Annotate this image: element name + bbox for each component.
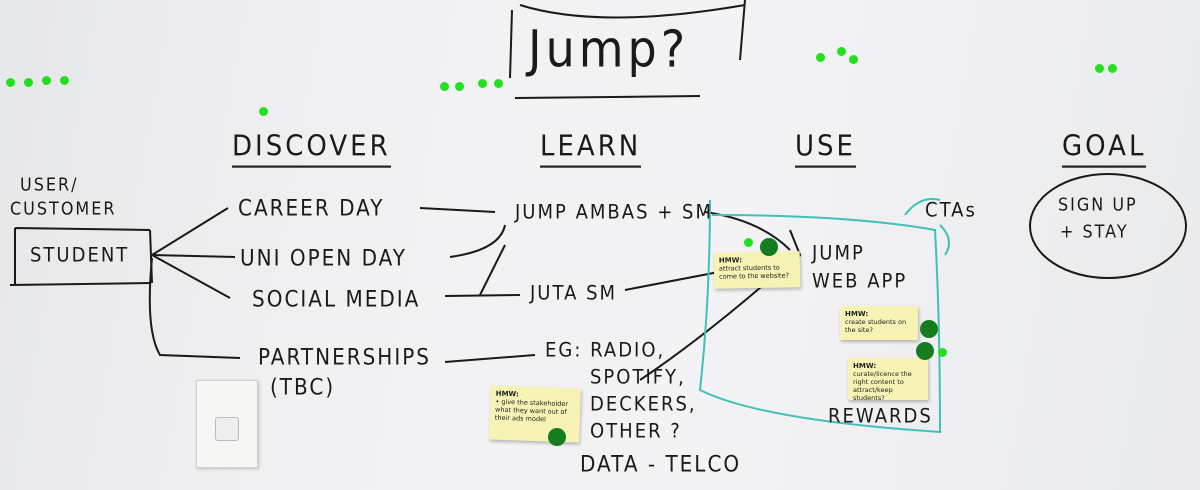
green-dot: [478, 79, 487, 88]
title-box: [509, 0, 746, 99]
use-arrows: [624, 211, 802, 381]
goal-ellipse: [1029, 173, 1187, 279]
note-body: attract students to come to the website?: [718, 263, 790, 281]
use-rewards: Rewards: [828, 404, 933, 429]
light-switch-plate: [196, 380, 258, 468]
note-body: • give the stakeholder what they want ou…: [494, 397, 569, 424]
discover-tbc: (TBC): [270, 373, 336, 401]
green-dot: [837, 47, 846, 56]
green-dot: [744, 238, 753, 247]
learn-juta-sm: Juta SM: [530, 281, 618, 306]
goal-stay: + Stay: [1060, 221, 1129, 242]
note-head: HMW:: [853, 362, 877, 370]
heading-discover: Discover: [232, 130, 391, 168]
vote-dot: [920, 320, 938, 338]
goal-sign-up: Sign Up: [1058, 194, 1138, 215]
use-box: [698, 199, 942, 434]
user-label: User/: [20, 174, 79, 195]
learn-data-telco: Data - Telco: [580, 450, 742, 478]
vote-dot: [916, 342, 934, 360]
heading-use: Use: [795, 130, 856, 168]
use-ctas: CTAs: [925, 198, 977, 223]
discover-uni-open-day: Uni Open Day: [240, 244, 408, 272]
student-box: [9, 227, 153, 286]
note-head: HMW:: [845, 310, 869, 318]
sticky-note: HMW:create students on the site?: [840, 306, 918, 340]
sticky-note: HMW:attract students to come to the webs…: [713, 251, 801, 289]
green-dot: [455, 82, 464, 91]
learn-jump-ambas: Jump Ambas + SM: [515, 200, 714, 225]
learn-arrows: [419, 207, 536, 363]
discover-arrows: [148, 207, 241, 359]
green-dot: [849, 55, 858, 64]
green-dot: [60, 76, 69, 85]
learn-radio: Eg: Radio,: [545, 338, 666, 363]
light-switch-button: [215, 417, 239, 441]
page-title: Jump?: [528, 19, 690, 79]
green-dot: [42, 76, 51, 85]
sticky-note: HMW:• give the stakeholder what they wan…: [489, 385, 581, 443]
discover-partnerships: Partnerships: [258, 343, 432, 371]
green-dot: [24, 78, 33, 87]
use-web-app: Web App: [812, 269, 908, 294]
heading-learn: Learn: [540, 130, 642, 168]
green-dot: [6, 78, 15, 87]
green-dot: [440, 82, 449, 91]
vote-dot: [760, 238, 778, 256]
learn-spotify: Spotify,: [590, 365, 686, 390]
cta-arrows: [904, 198, 950, 256]
green-dot: [816, 53, 825, 62]
use-jump: Jump: [812, 241, 865, 266]
green-dot: [494, 79, 503, 88]
learn-deckers: Deckers,: [590, 392, 697, 417]
discover-social-media: Social Media: [252, 285, 421, 313]
green-dot: [938, 348, 947, 357]
discover-career-day: Career Day: [238, 194, 385, 222]
note-body: create students on the site?: [845, 318, 907, 334]
learn-other: Other ?: [590, 419, 682, 444]
green-dot: [1095, 64, 1104, 73]
heading-goal: Goal: [1062, 130, 1147, 168]
vote-dot: [548, 428, 566, 446]
student-label: Student: [30, 243, 130, 268]
green-dot: [1108, 64, 1117, 73]
customer-label: Customer: [10, 198, 117, 219]
green-dot: [259, 107, 268, 116]
sticky-note: HMW:curate/licence the right content to …: [848, 358, 928, 402]
note-body: curate/licence the right content to attr…: [853, 370, 912, 402]
